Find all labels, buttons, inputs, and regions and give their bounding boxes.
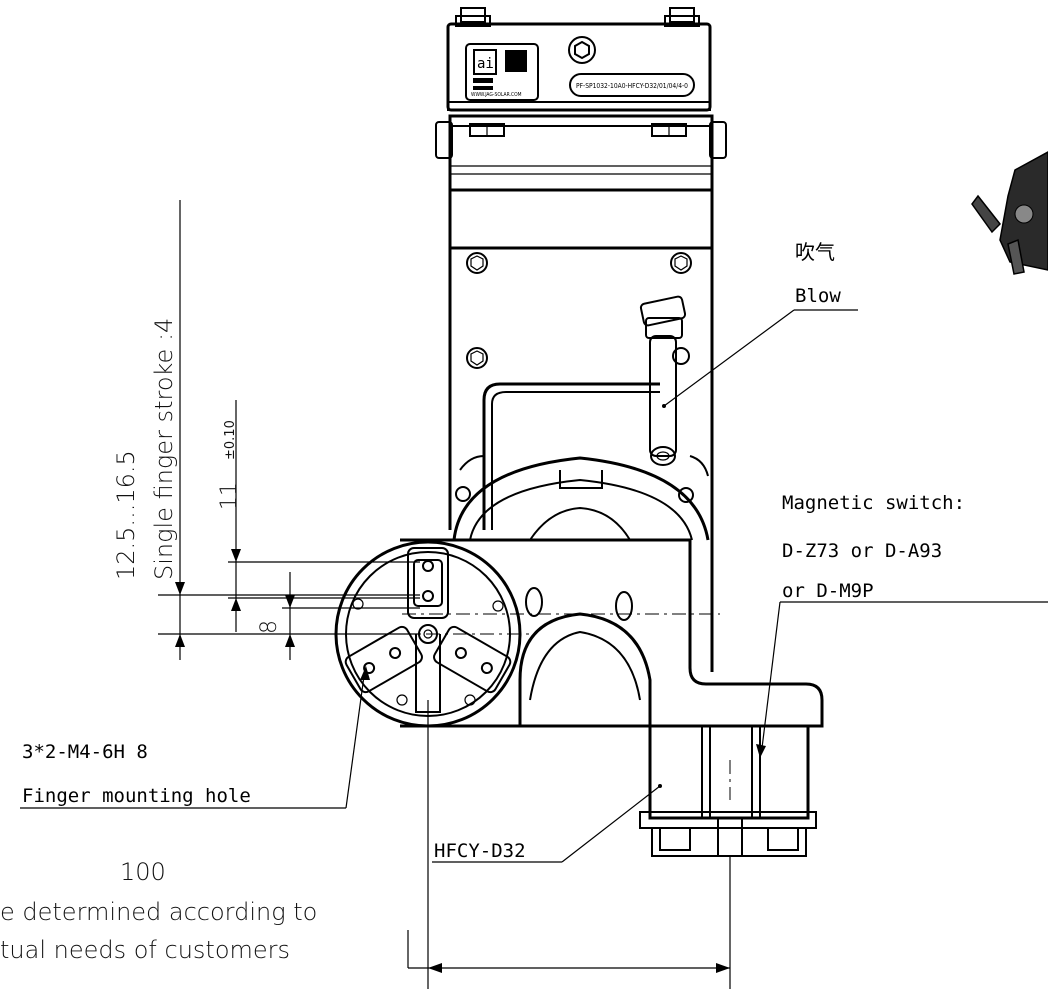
logo-frame [465, 43, 539, 101]
screw-icon [466, 347, 488, 369]
stroke-desc: Single finger stroke :4 [150, 318, 178, 580]
blow-label-cn: 吹气 [795, 240, 835, 264]
adapter-block [435, 114, 727, 192]
finger-hole-desc: Finger mounting hole [22, 785, 251, 807]
magnetic-switch-line2: D-Z73 or D-A93 [782, 540, 942, 562]
finger-dimension: 8 [257, 620, 282, 634]
magnetic-switch-line3: or D-M9P [782, 580, 874, 602]
cylinder-hfcy [639, 724, 817, 857]
gripper-body [400, 188, 824, 728]
magnetic-switch-line1: Magnetic switch: [782, 492, 965, 514]
stroke-range: 12.5...16.5 [112, 450, 140, 580]
dimension-text: 12.5...16.5 Single finger stroke :4 11 ±… [0, 318, 317, 964]
offset-value: 11 [217, 482, 242, 510]
width-note-2: tual needs of customers [0, 936, 290, 964]
hex-screw-icon [568, 36, 596, 64]
finger-hole-spec: 3*2-M4-6H 8 [22, 741, 148, 763]
logo-icon [473, 49, 497, 75]
top-label-block: ai WWW.JAG-SOLAR.COM PF-SP1032-10A0-HFCY… [446, 7, 712, 112]
width-value: 100 [120, 858, 166, 886]
model-code-pill [569, 73, 695, 97]
blow-fitting [639, 295, 687, 466]
qr-code-icon [505, 50, 527, 72]
screw-icon [670, 252, 692, 274]
leader-lines [20, 309, 1048, 968]
offset-tolerance: ±0.10 [223, 420, 238, 460]
model-code: PF-SP1032-10A0-HFCY-D32/01/04/4-0 [576, 82, 688, 90]
blow-label-en: Blow [795, 285, 841, 307]
logo-sub: WWW.JAG-SOLAR.COM [471, 92, 522, 98]
iso-view-sketch [971, 151, 1048, 275]
dimension-lines [158, 200, 731, 989]
width-note-1: e determined according to [0, 898, 317, 926]
cylinder-model: HFCY-D32 [434, 840, 526, 862]
callouts: 吹气 Blow Magnetic switch: D-Z73 or D-A93 … [22, 240, 965, 862]
screw-icon [466, 252, 488, 274]
logo-mark: ai [477, 56, 494, 72]
